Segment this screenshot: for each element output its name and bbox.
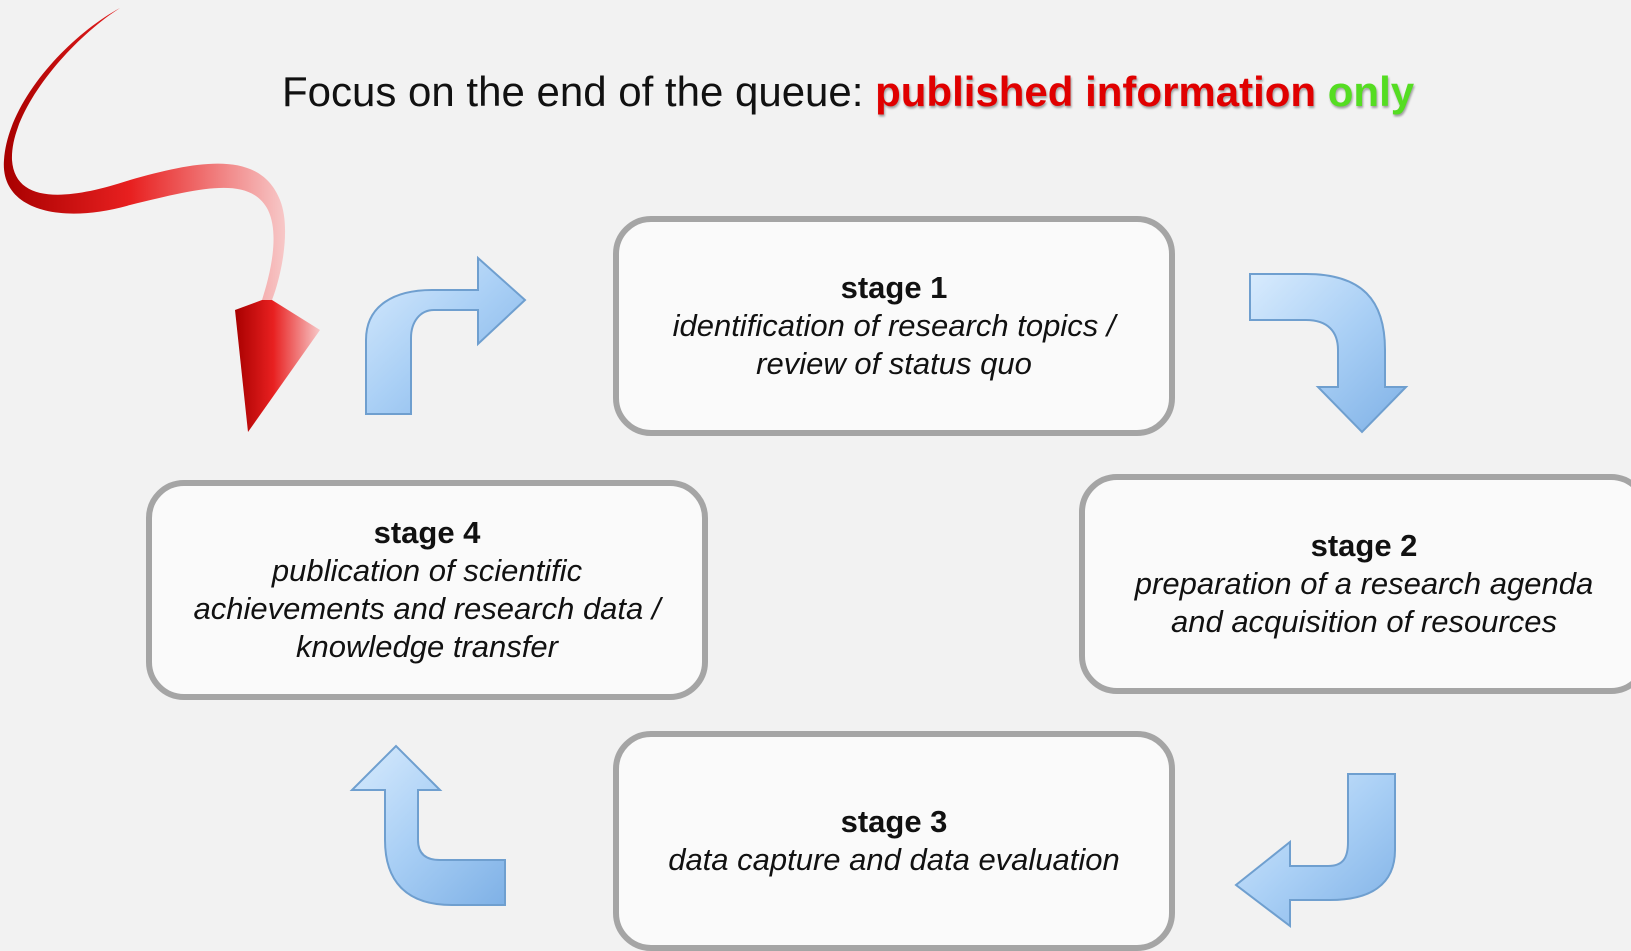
blue-curved-arrow-icon xyxy=(1249,273,1409,434)
blue-curved-arrow-icon xyxy=(365,255,527,415)
stage-3-desc-line: data capture and data evaluation xyxy=(668,842,1120,877)
title-highlight-green: only xyxy=(1327,68,1415,115)
stage-2-box: stage 2 preparation of a research agenda… xyxy=(1079,474,1631,694)
stage-1-label: stage 1 xyxy=(840,270,948,305)
stage-2-desc-line: and acquisition of resources xyxy=(1170,604,1557,639)
stage-1-desc-line: identification of research topics / xyxy=(672,308,1116,343)
stage-3-box: stage 3 data capture and data evaluation xyxy=(613,731,1175,951)
blue-curved-arrow-icon xyxy=(1234,773,1396,929)
title-prefix: Focus on the end of the queue: xyxy=(282,68,876,115)
diagram-title: Focus on the end of the queue: published… xyxy=(282,68,1414,116)
stage-4-desc-line: knowledge transfer xyxy=(296,629,558,664)
blue-curved-arrow-icon xyxy=(349,744,506,906)
stage-1-box: stage 1 identification of research topic… xyxy=(613,216,1175,436)
stage-2-desc-line: preparation of a research agenda xyxy=(1134,566,1594,601)
stage-4-desc-line: achievements and research data / xyxy=(193,591,661,626)
stage-4-label: stage 4 xyxy=(373,515,481,550)
stage-3-label: stage 3 xyxy=(840,804,948,839)
stage-4-box: stage 4 publication of scientific achiev… xyxy=(146,480,708,700)
stage-4-desc-line: publication of scientific xyxy=(271,553,583,588)
red-curved-pointer-arrow-icon xyxy=(3,8,320,432)
title-highlight-red: published information xyxy=(875,68,1317,115)
stage-1-desc-line: review of status quo xyxy=(756,346,1032,381)
stage-2-label: stage 2 xyxy=(1310,528,1418,563)
